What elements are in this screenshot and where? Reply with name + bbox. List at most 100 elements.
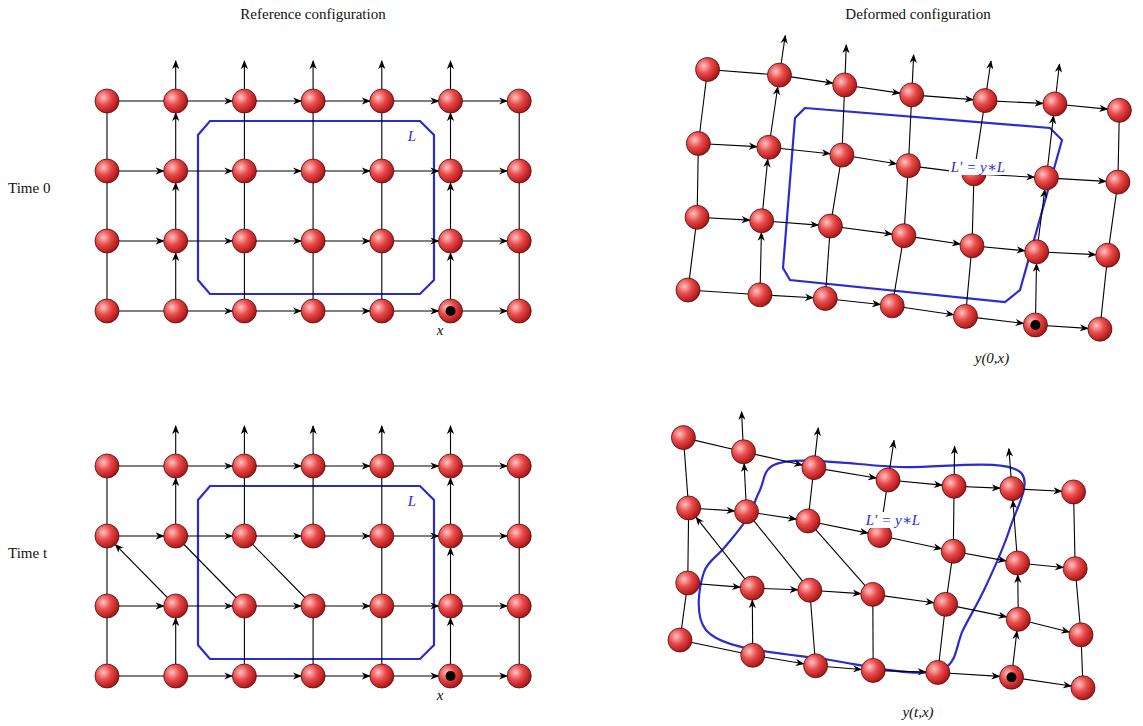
atom [439, 454, 463, 478]
atom [370, 664, 394, 688]
region-loop [198, 121, 434, 294]
atom [439, 594, 463, 618]
atom [671, 426, 695, 450]
region-loops [198, 108, 1062, 673]
atom [507, 229, 531, 253]
atom [301, 454, 325, 478]
atom [507, 159, 531, 183]
atom [370, 229, 394, 253]
atom [676, 278, 700, 302]
atom [1000, 477, 1024, 501]
marked-atom-dot [1030, 320, 1040, 330]
marked-atom-dot [446, 671, 456, 681]
atom [95, 454, 119, 478]
region-label: L [406, 128, 418, 145]
atom [1096, 243, 1120, 267]
atom-group [95, 89, 531, 323]
atom [926, 660, 950, 684]
atom [164, 229, 188, 253]
atom [370, 89, 394, 113]
row-heading: Time t [8, 545, 47, 562]
atom [1006, 607, 1030, 631]
atom [1062, 480, 1086, 504]
atom [750, 209, 774, 233]
atom [301, 664, 325, 688]
atom [507, 524, 531, 548]
atom [164, 524, 188, 548]
atom [95, 594, 119, 618]
atom [301, 229, 325, 253]
atom [164, 594, 188, 618]
atom [686, 132, 710, 156]
atom [1069, 623, 1093, 647]
lattice-bonds [107, 36, 1119, 688]
atom [301, 299, 325, 323]
atom [232, 664, 256, 688]
region-label: L′ = y∗L [949, 159, 1007, 176]
atom [439, 159, 463, 183]
atom [818, 214, 842, 238]
atom [370, 299, 394, 323]
atom [973, 89, 997, 113]
atom [164, 159, 188, 183]
atom [370, 454, 394, 478]
atom [960, 234, 984, 258]
atom [892, 224, 916, 248]
atom-group [676, 57, 1131, 341]
atom [796, 509, 820, 533]
bond-group [688, 36, 1119, 330]
atom [1106, 170, 1130, 194]
lattice-bond [696, 517, 752, 588]
atom [301, 594, 325, 618]
atom [439, 89, 463, 113]
bond-group [107, 61, 519, 311]
atom [95, 159, 119, 183]
atom [95, 664, 119, 688]
atom [802, 456, 826, 480]
atom [439, 664, 463, 688]
point-label: y(t,x) [900, 704, 935, 721]
atom [732, 440, 756, 464]
atom [1043, 92, 1067, 116]
atom [1034, 166, 1058, 190]
atom [164, 454, 188, 478]
region-label: L′ = y∗L [864, 512, 922, 529]
atom [232, 159, 256, 183]
atom [953, 304, 977, 328]
bond-group [107, 426, 519, 676]
atom [740, 576, 764, 600]
atom [767, 63, 791, 87]
atom [1107, 98, 1131, 122]
atom [232, 229, 256, 253]
atom [301, 89, 325, 113]
atom [164, 299, 188, 323]
atom [757, 135, 781, 159]
atom [668, 628, 692, 652]
atom [232, 299, 256, 323]
bond-group [680, 412, 1083, 688]
marked-atom-dot [1007, 672, 1017, 682]
atom [507, 594, 531, 618]
atom [861, 658, 885, 682]
atom [934, 592, 958, 616]
atom [370, 594, 394, 618]
atom-group [668, 426, 1095, 700]
atom [941, 539, 965, 563]
marked-atom-dot [446, 306, 456, 316]
column-heading: Deformed configuration [845, 6, 990, 23]
atom [164, 664, 188, 688]
atom [830, 143, 854, 167]
region-loop [198, 486, 434, 659]
atom [507, 89, 531, 113]
atom [696, 57, 720, 81]
atom [95, 299, 119, 323]
atom [741, 643, 765, 667]
atom [676, 571, 700, 595]
point-label: x [435, 322, 446, 339]
atom [942, 474, 966, 498]
point-label: y(0,x) [973, 350, 1012, 367]
atom [232, 524, 256, 548]
atom [1088, 317, 1112, 341]
